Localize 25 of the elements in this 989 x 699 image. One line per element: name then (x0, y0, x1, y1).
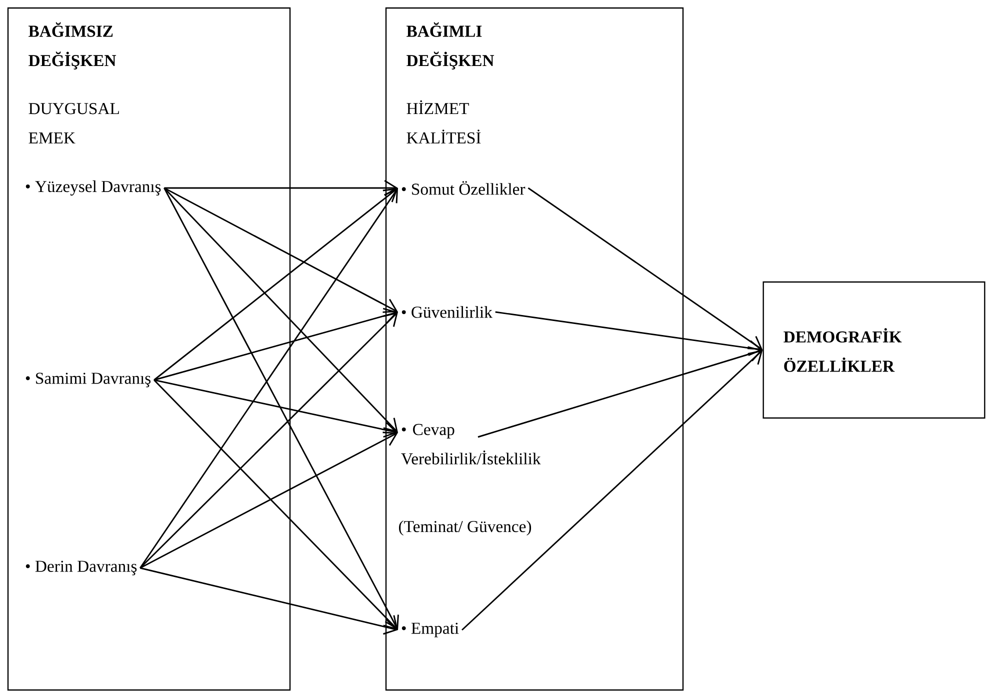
arrow (154, 379, 398, 630)
arrow (140, 567, 398, 635)
arrow (164, 187, 398, 433)
list-item: • Yüzeysel Davranış (26, 180, 161, 196)
list-item: • Samimi Davranış (26, 372, 151, 388)
note: (Teminat/ Güvence) (399, 520, 532, 536)
arrow (495, 311, 763, 356)
list-item: • Cevap Verebilirlik/İsteklilik (401, 424, 541, 465)
list-item: • Derin Davranış (26, 560, 137, 576)
list-item: • Güvenilirlik (402, 306, 492, 318)
arrow (462, 350, 763, 631)
arrow (140, 432, 398, 569)
list-item: • Somut Özellikler (402, 181, 526, 195)
arrow (164, 180, 398, 196)
arrow (528, 187, 763, 350)
arrow (164, 187, 398, 313)
arrow (154, 308, 398, 381)
arrow (140, 312, 398, 569)
list-item: • Empati (402, 622, 459, 638)
box: DEMOGRAFİK ÖZELLİKLER (762, 281, 986, 419)
arrow (164, 188, 399, 630)
arrow (154, 188, 398, 381)
arrow (478, 346, 763, 438)
arrow (140, 188, 398, 568)
arrow (154, 379, 398, 438)
